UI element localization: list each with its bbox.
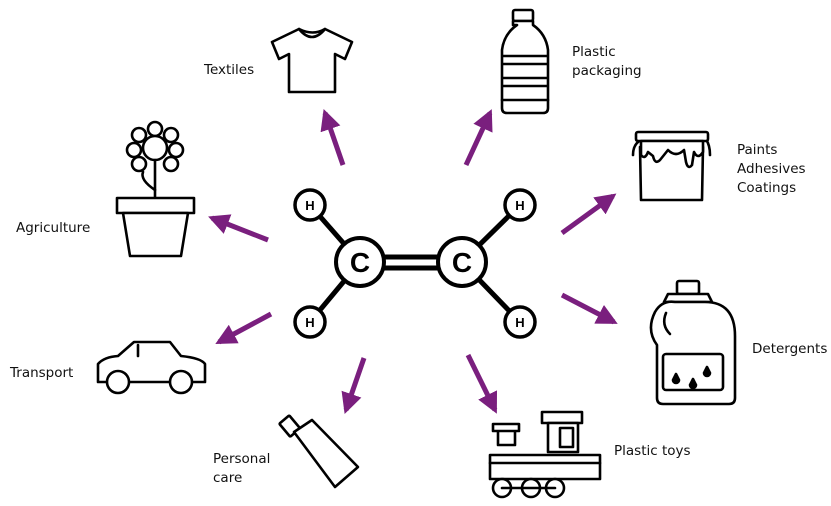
- arrow-to-personal-care: [341, 357, 367, 414]
- bottle-icon: [500, 8, 550, 115]
- hydrogen-atom-bottom-left: H: [293, 305, 327, 339]
- car-icon: [96, 340, 207, 395]
- label-line: Adhesives: [737, 161, 806, 177]
- hydrogen-label: H: [305, 315, 314, 330]
- label-plastic-toys: Plastic toys: [614, 443, 691, 459]
- detergent-bottle-icon: [649, 279, 737, 406]
- label-line: Coatings: [737, 180, 797, 196]
- label-personal-care: Personal care: [213, 450, 270, 488]
- arrow-to-packaging: [463, 109, 493, 167]
- toy-train-icon: [488, 410, 602, 499]
- carbon-atom-right: C: [436, 236, 488, 288]
- arrow-to-textiles: [320, 109, 346, 166]
- hydrogen-label: H: [515, 315, 524, 330]
- label-textiles: Textiles: [204, 62, 255, 78]
- carbon-label: C: [350, 247, 370, 278]
- label-agriculture: Agriculture: [16, 220, 91, 236]
- label-line: packaging: [572, 63, 642, 79]
- hydrogen-atom-bottom-right: H: [503, 305, 537, 339]
- label-line: Plastic: [572, 44, 616, 60]
- arrow-to-agriculture: [208, 214, 269, 243]
- hydrogen-atom-top-left: H: [293, 188, 327, 222]
- arrow-to-paints: [560, 193, 617, 236]
- label-line: Paints: [737, 142, 778, 158]
- label-line: Personal: [213, 451, 271, 467]
- carbon-atom-left: C: [334, 236, 386, 288]
- hydrogen-label: H: [305, 198, 314, 213]
- hydrogen-label: H: [515, 198, 524, 213]
- hydrogen-atom-top-right: H: [503, 188, 537, 222]
- arrow-to-transport: [215, 311, 273, 345]
- flower-pot-icon: [115, 120, 196, 258]
- arrow-to-toys: [465, 353, 498, 414]
- arrows: [208, 109, 618, 414]
- arrow-to-detergents: [560, 292, 618, 325]
- label-line: care: [213, 470, 243, 486]
- label-plastic-packaging: Plastic packaging: [572, 43, 642, 81]
- tube-icon: [278, 414, 360, 489]
- label-detergents: Detergents: [752, 341, 828, 357]
- paint-bucket-icon: [631, 130, 712, 202]
- label-transport: Transport: [10, 365, 74, 381]
- tshirt-icon: [270, 27, 354, 94]
- carbon-label: C: [452, 247, 472, 278]
- label-paints-adhesives-coatings: Paints Adhesives Coatings: [737, 141, 806, 198]
